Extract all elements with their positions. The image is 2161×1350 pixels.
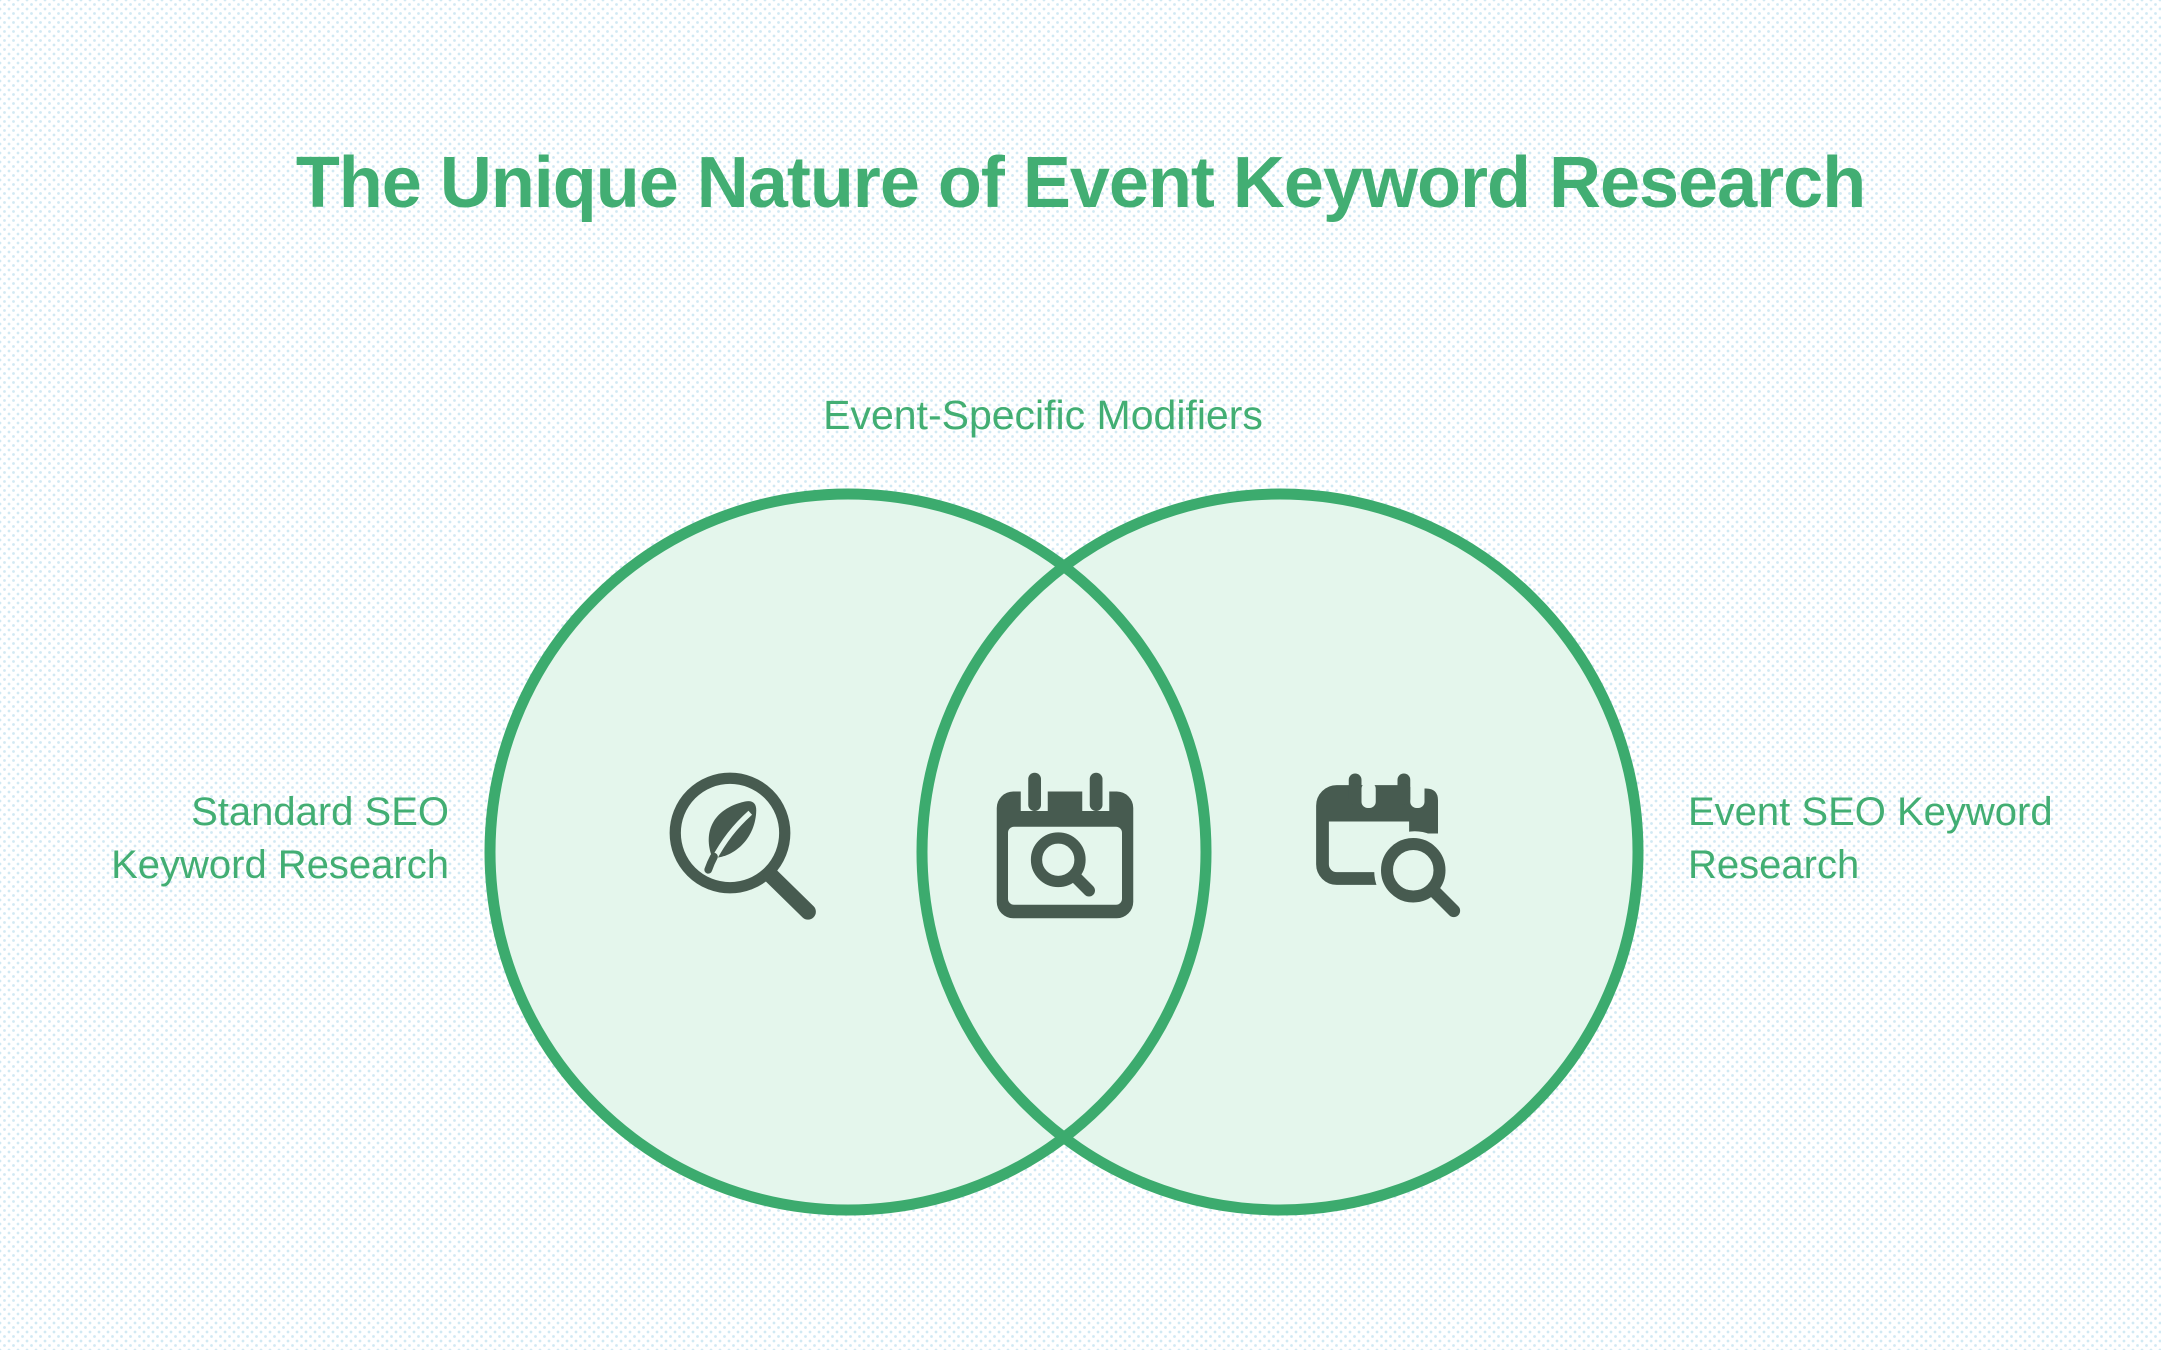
page-title: The Unique Nature of Event Keyword Resea… <box>295 143 1866 223</box>
left-circle-label: Standard SEO Keyword Research <box>111 786 449 892</box>
right-circle-fill <box>922 494 1638 1210</box>
calendar-external-search-icon <box>1316 773 1461 918</box>
calendar-search-icon <box>996 772 1134 919</box>
leaf-search-icon <box>669 772 816 920</box>
left-label-line-1: Standard SEO <box>191 790 449 834</box>
left-circle <box>484 488 1212 1216</box>
right-circle-label: Event SEO Keyword Research <box>1688 786 2053 892</box>
overlap-label: Event-Specific Modifiers <box>823 392 1263 438</box>
right-label-line-1: Event SEO Keyword <box>1688 790 2053 834</box>
right-label-line-2: Research <box>1688 843 1860 887</box>
right-circle <box>916 488 1644 1216</box>
left-label-line-2: Keyword Research <box>111 843 449 887</box>
